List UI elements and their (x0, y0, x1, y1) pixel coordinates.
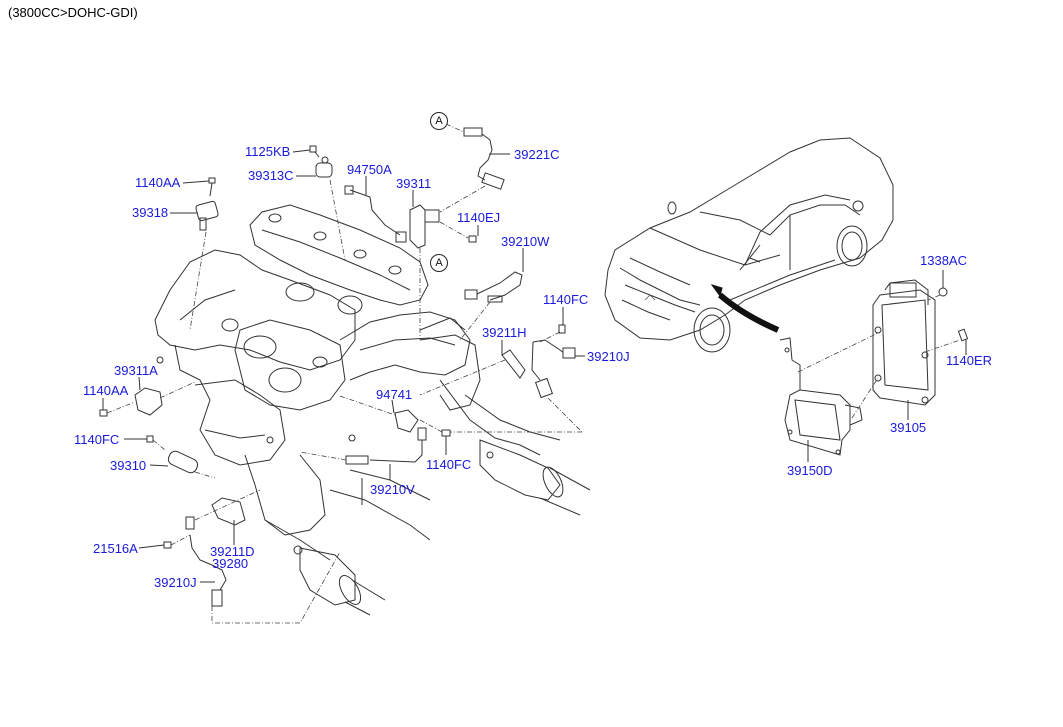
leader-lines (102, 149, 967, 583)
vehicle-drawing (604, 137, 894, 353)
part-label-39280[interactable]: 39280 (212, 556, 249, 571)
part-label-1140ER[interactable]: 1140ER (946, 353, 993, 368)
part-label-21516A[interactable]: 21516A (93, 541, 138, 556)
part-label-1140EJ[interactable]: 1140EJ (457, 210, 501, 225)
part-label-1140AA-top[interactable]: 1140AA (135, 175, 181, 190)
sensor-39313C (315, 156, 346, 261)
oxygen-sensor-39210V (299, 395, 451, 505)
part-label-39210V[interactable]: 39210V (370, 482, 415, 497)
part-label-1140FC-mid[interactable]: 1140FC (426, 457, 472, 472)
part-label-1125KB[interactable]: 1125KB (245, 144, 291, 159)
bracket-39150D-drawing (779, 332, 879, 456)
sensor-39310 (146, 435, 216, 479)
part-label-39310[interactable]: 39310 (110, 458, 147, 473)
oxygen-sensor-39210J-left (163, 489, 341, 624)
part-label-39210W[interactable]: 39210W (501, 234, 550, 249)
page-title: (3800CC>DOHC-GDI) (8, 5, 138, 20)
reference-callout-a-top: A (430, 112, 448, 130)
harness-94750A (344, 185, 407, 243)
bracket-39311 (409, 204, 440, 340)
part-label-39313C[interactable]: 39313C (248, 168, 294, 183)
bolt-1140AA-top (208, 177, 216, 197)
part-label-39318[interactable]: 39318 (132, 205, 169, 220)
part-label-39211H[interactable]: 39211H (482, 325, 527, 340)
sensor-39311A (99, 381, 196, 417)
cam-sensor-39318-drawing (189, 200, 219, 331)
reference-callout-a-mid: A (430, 254, 448, 272)
bolt-1125KB (309, 145, 320, 158)
ecu-39105-drawing (872, 279, 969, 406)
part-label-39210J-right[interactable]: 39210J (587, 349, 630, 364)
part-label-94750A[interactable]: 94750A (347, 162, 392, 177)
part-label-1140AA-left[interactable]: 1140AA (83, 383, 129, 398)
oxygen-sensor-39210W (459, 271, 523, 341)
part-label-39105[interactable]: 39105 (890, 420, 927, 435)
bolt-1140EJ (439, 221, 477, 243)
part-label-39311[interactable]: 39311 (396, 176, 432, 191)
part-label-1140FC-left[interactable]: 1140FC (74, 432, 120, 447)
oxygen-sensor-39210J-right (419, 324, 583, 433)
part-label-39150D[interactable]: 39150D (787, 463, 833, 478)
part-label-39211D[interactable]: 39211D (210, 544, 255, 559)
part-label-1338AC[interactable]: 1338AC (920, 253, 967, 268)
part-label-39311A[interactable]: 39311A (114, 363, 158, 378)
part-label-1140FC-right[interactable]: 1140FC (543, 292, 589, 307)
part-label-39221C[interactable]: 39221C (514, 147, 560, 162)
engine-block-drawing (154, 204, 591, 616)
part-label-94741[interactable]: 94741 (376, 387, 413, 402)
part-label-39210J-left[interactable]: 39210J (154, 575, 197, 590)
oxygen-sensor-39221C (439, 123, 505, 213)
